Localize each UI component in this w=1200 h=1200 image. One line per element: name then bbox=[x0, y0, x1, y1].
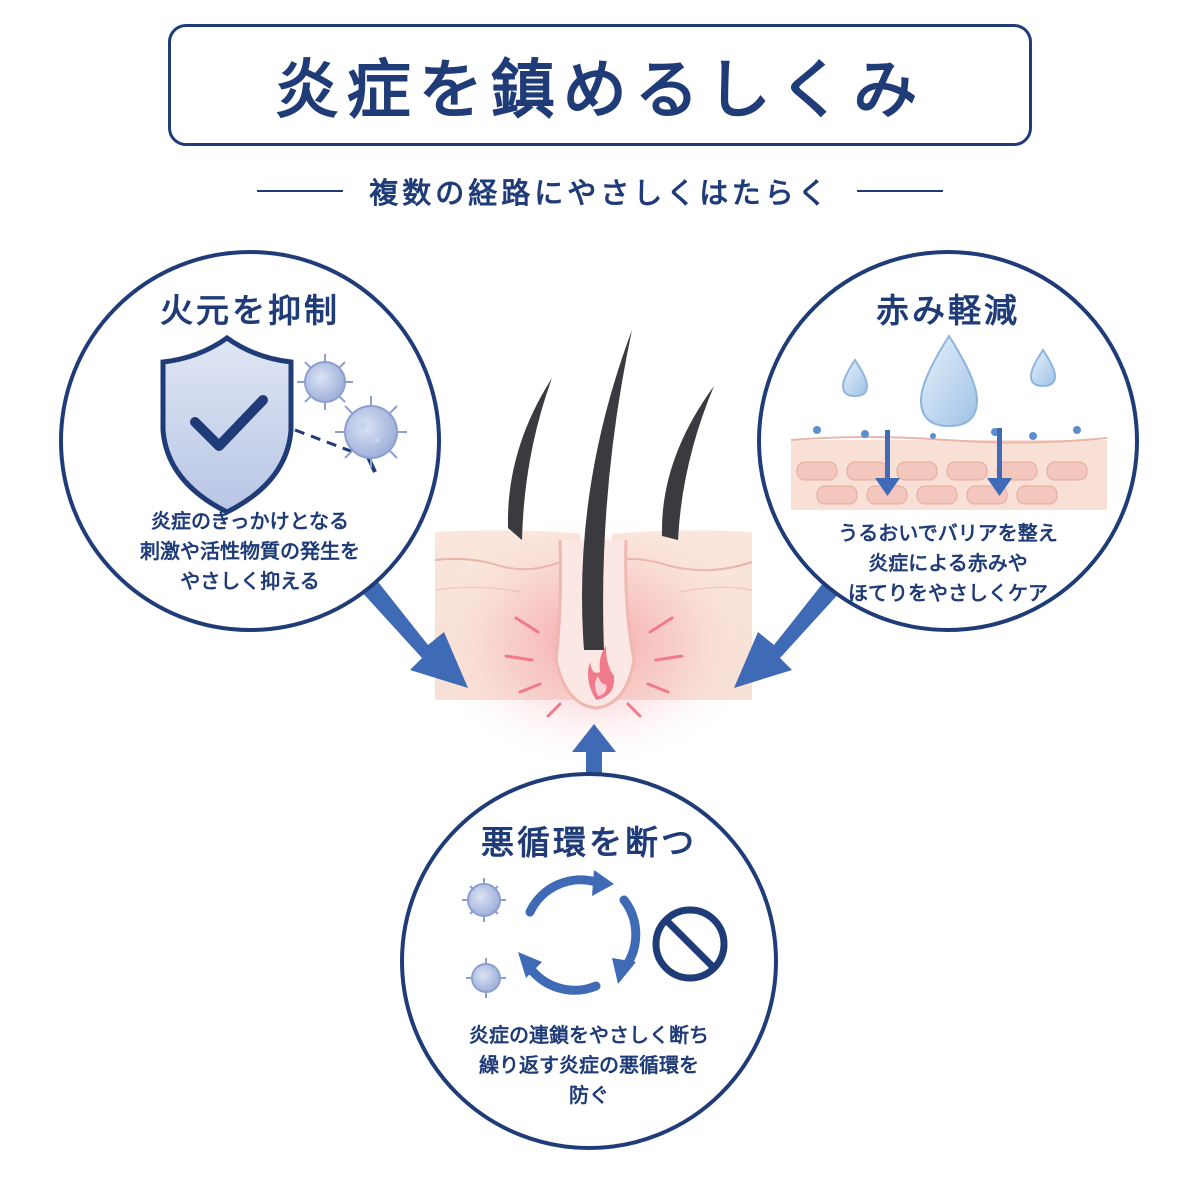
description-line: 炎症による赤みや bbox=[868, 551, 1028, 575]
arrow-left-icon bbox=[360, 578, 468, 688]
skin-layer-icon bbox=[790, 334, 1108, 510]
panel-description: 炎症の連鎖をやさしく断ち 繰り返す炎症の悪循環を 防ぐ bbox=[404, 1020, 774, 1110]
panel-description: 炎症のきっかけとなる 刺激や活性物質の発生を やさしく抑える bbox=[63, 506, 437, 596]
panel-description: うるおいでバリアを整え 炎症による赤みや ほてりをやさしくケア bbox=[761, 518, 1135, 608]
description-line: ほてりをやさしくケア bbox=[848, 581, 1048, 605]
panel-title: 悪循環を断つ bbox=[481, 823, 697, 862]
virus-icon bbox=[297, 354, 353, 410]
hair-strands-icon bbox=[507, 330, 714, 650]
panel-break-cycle: 悪循環を断つ bbox=[400, 772, 778, 1150]
panel-title: 火元を抑制 bbox=[160, 291, 340, 330]
description-line: やさしく抑える bbox=[180, 569, 320, 593]
arrow-up-icon bbox=[572, 724, 616, 776]
description-line: 炎症の連鎖をやさしく断ち bbox=[469, 1023, 709, 1047]
shield-check-icon bbox=[160, 334, 407, 515]
subtitle-rule-right bbox=[856, 190, 943, 192]
description-line: 炎症のきっかけとなる bbox=[151, 509, 349, 533]
virus-icon bbox=[462, 878, 506, 998]
virus-icon bbox=[335, 396, 407, 468]
water-drop-icon bbox=[841, 334, 1057, 428]
prohibited-icon bbox=[652, 906, 728, 982]
description-line: 防ぐ bbox=[569, 1083, 609, 1107]
arrow-right-icon bbox=[734, 578, 842, 688]
page-title: 炎症を鎮めるしくみ bbox=[274, 54, 926, 128]
cycle-arrows-icon bbox=[462, 870, 728, 998]
description-line: 刺激や活性物質の発生を bbox=[140, 539, 360, 563]
description-line: 繰り返す炎症の悪循環を bbox=[479, 1053, 699, 1077]
panel-title: 赤み軽減 bbox=[876, 291, 1020, 330]
subtitle-rule-left bbox=[257, 190, 344, 192]
page-subtitle: 複数の経路にやさしくはたらく bbox=[369, 176, 831, 210]
subtitle-row: 複数の経路にやさしくはたらく bbox=[0, 166, 1200, 216]
panel-reduce-redness: 赤み軽減 うるおいでバリアを整え 炎症による赤みや ほてりをやさしくケア bbox=[757, 250, 1139, 632]
arrows bbox=[360, 578, 842, 776]
description-line: うるおいでバリアを整え bbox=[838, 521, 1058, 545]
panel-suppress-source: 火元を抑制 炎症のきっかけとなる 刺激や活性 bbox=[59, 250, 441, 632]
title-box: 炎症を鎮めるしくみ bbox=[168, 24, 1032, 146]
